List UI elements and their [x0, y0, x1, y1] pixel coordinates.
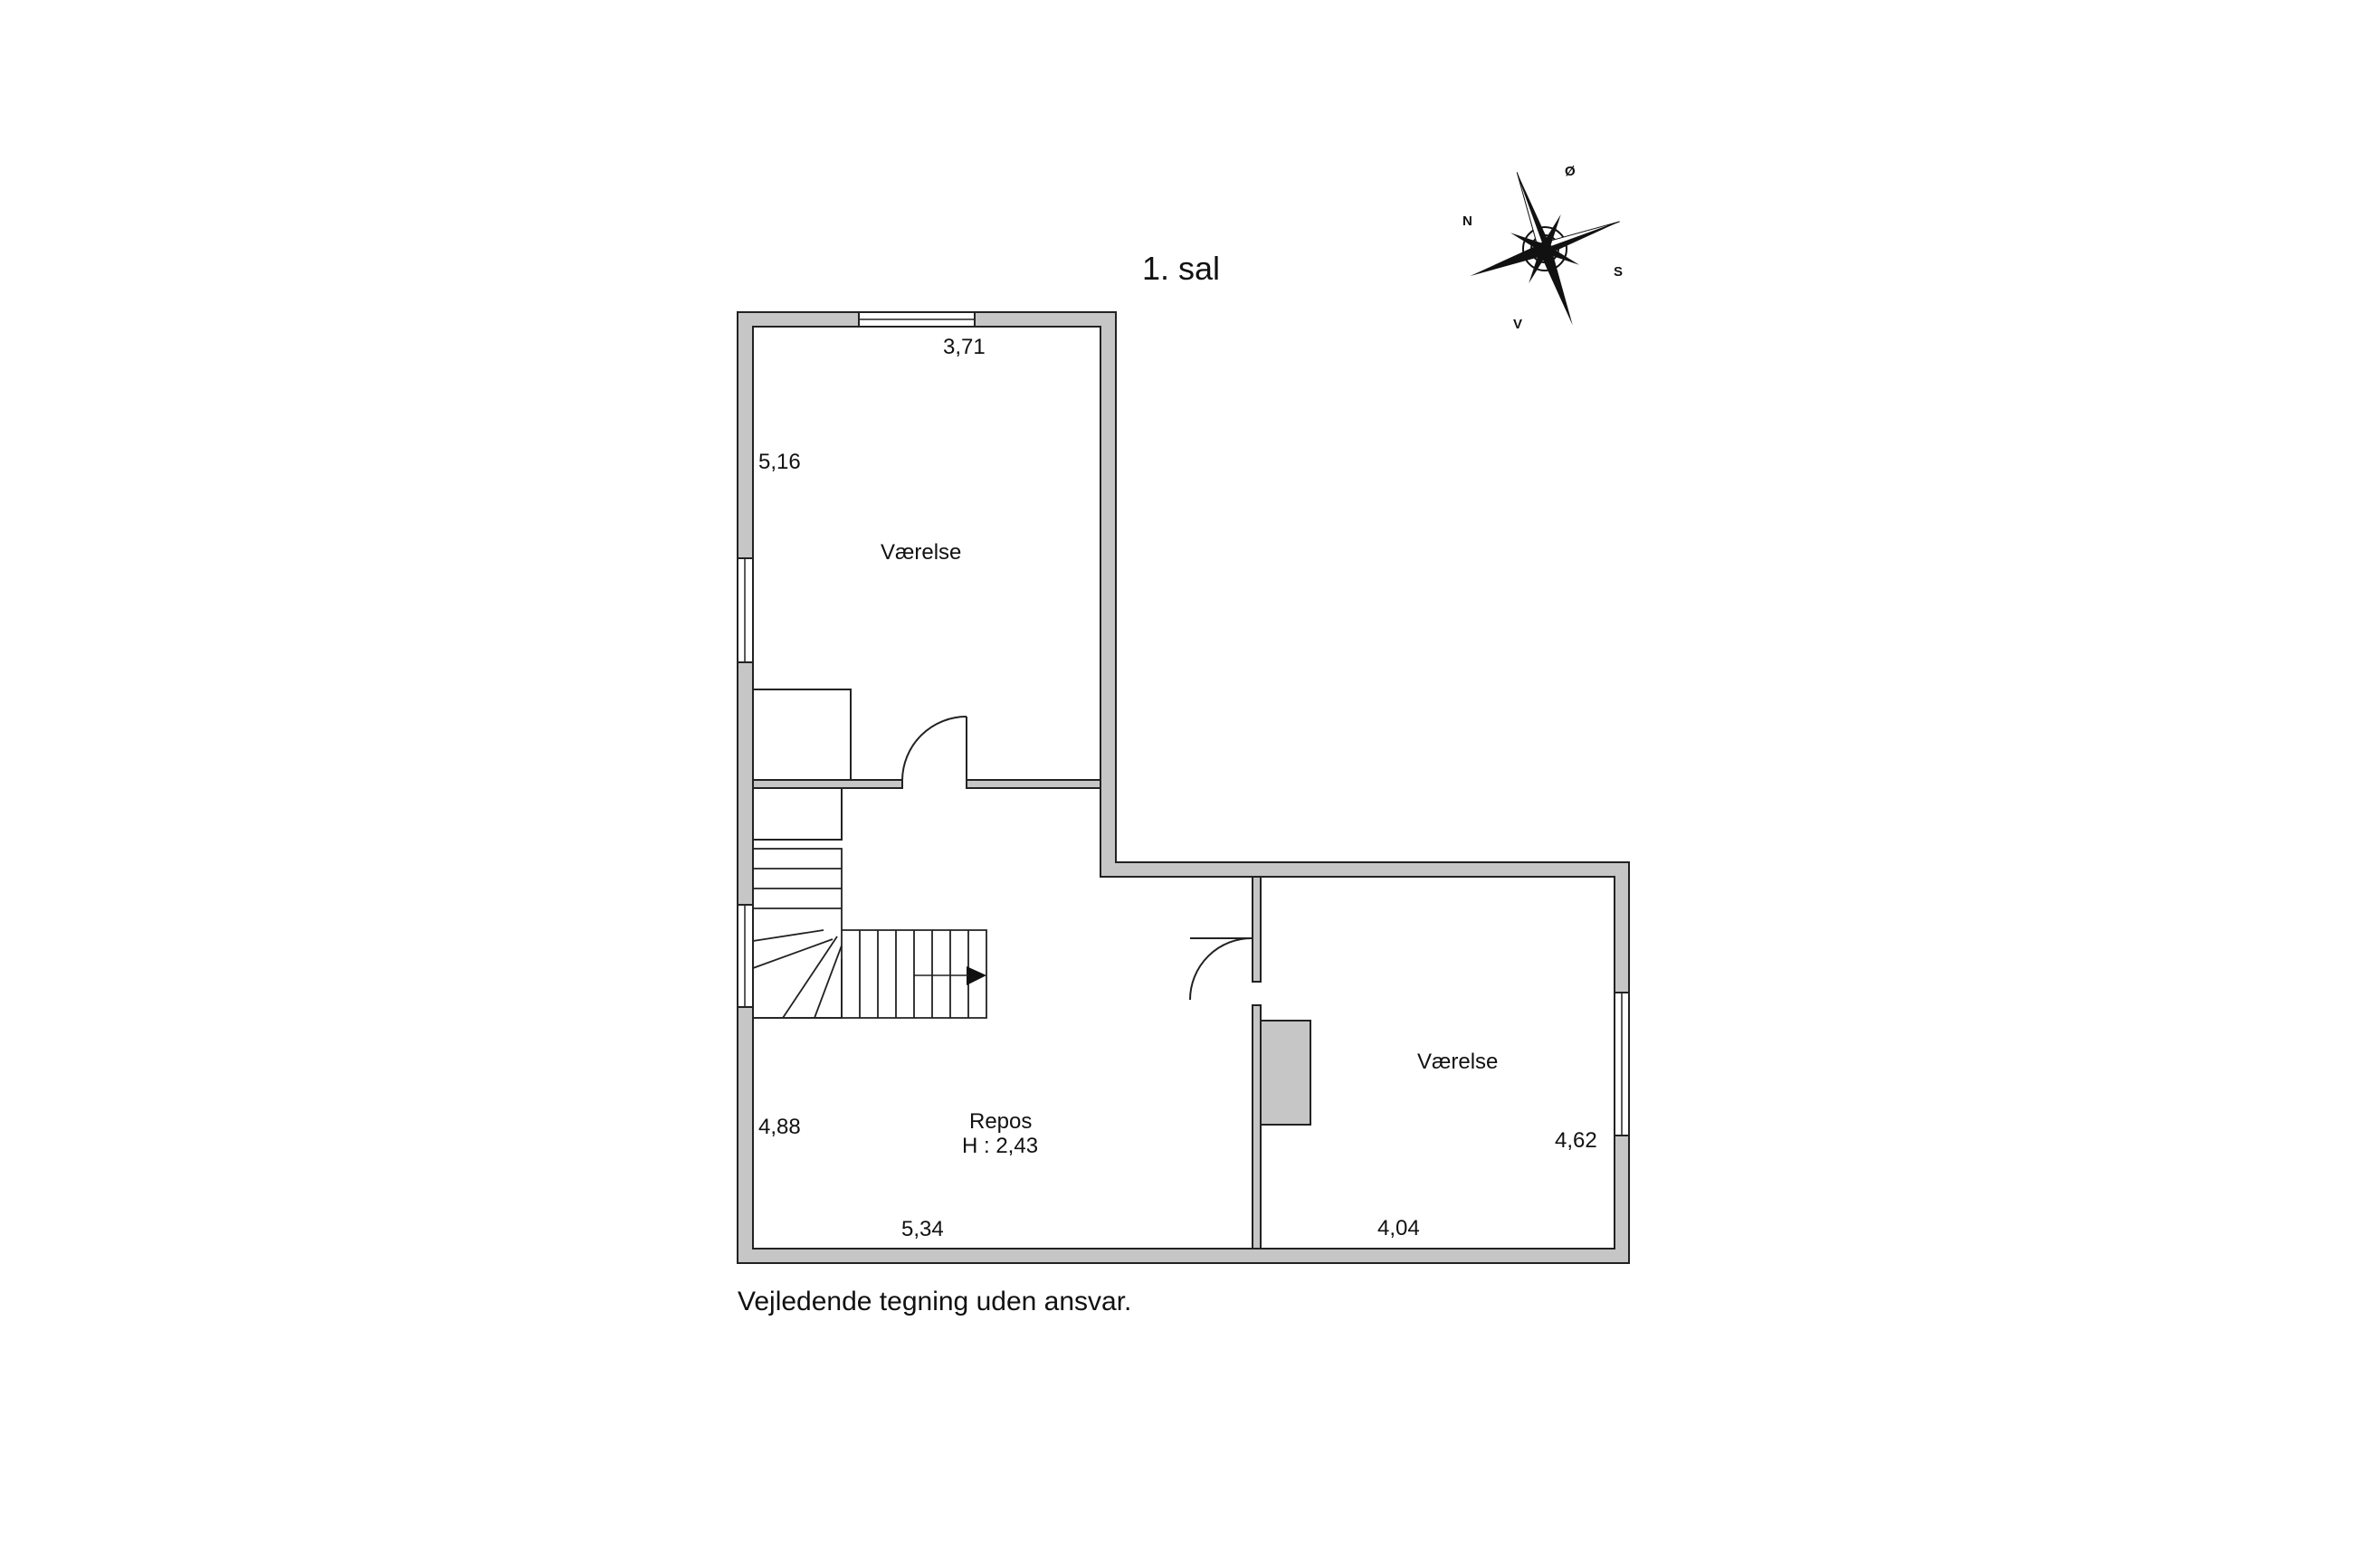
interior-wall-top	[752, 779, 903, 789]
room-name-right: Værelse	[1417, 1050, 1499, 1074]
room-width-landing: 5,34	[901, 1217, 944, 1241]
room-length-upper: 5,16	[758, 450, 801, 474]
outer-walls	[737, 311, 1630, 1264]
window-right	[1614, 992, 1630, 1136]
window-left-lower	[737, 904, 754, 1008]
compass-east-label: Ø	[1565, 164, 1576, 179]
stair-box	[752, 788, 843, 841]
room-length-landing: 4,88	[758, 1115, 801, 1139]
interior-wall-right-top	[1252, 876, 1262, 983]
door-upper-room	[901, 716, 967, 781]
compass-south-label: S	[1614, 264, 1624, 280]
compass-west-label: V	[1513, 317, 1523, 332]
room-width-upper: 3,71	[943, 335, 986, 359]
room-name-landing: Repos	[969, 1109, 1033, 1134]
interior-wall-right-bottom	[1252, 1004, 1262, 1250]
compass-north-label: N	[1462, 214, 1472, 229]
closet	[753, 689, 852, 780]
chimney	[1260, 1020, 1311, 1126]
floor-title: 1. sal	[1142, 250, 1221, 287]
stair-direction-arrow	[967, 966, 986, 985]
room-length-right: 4,62	[1555, 1128, 1597, 1153]
window-left-upper	[737, 557, 754, 663]
window-top	[858, 311, 976, 328]
staircase	[752, 848, 987, 1019]
room-name-upper: Værelse	[881, 540, 962, 565]
interior-wall-top-right	[966, 779, 1101, 789]
room-width-right: 4,04	[1377, 1216, 1420, 1240]
compass-icon	[1470, 172, 1620, 326]
room-height-landing: H : 2,43	[962, 1134, 1039, 1158]
door-right-room	[1189, 936, 1253, 1001]
disclaimer-text: Vejledende tegning uden ansvar.	[738, 1287, 1132, 1316]
